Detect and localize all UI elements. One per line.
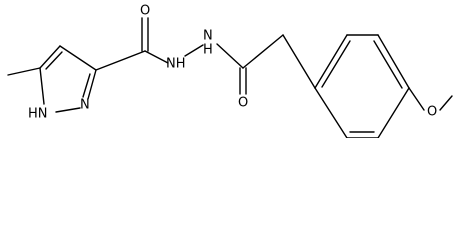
bond-c3-n2-inner <box>82 73 91 98</box>
atom-n-pyrazole: N <box>80 98 90 113</box>
bond-nh-n <box>184 44 204 57</box>
atom-n-hydrazide: N <box>203 29 213 44</box>
bond-carbonyl2-ch2 <box>242 34 284 69</box>
bond-n1-c5 <box>39 67 45 105</box>
bond-n2-n1 <box>55 107 81 113</box>
structure-diagram: O N H NH O N HN O <box>7 3 453 138</box>
bond-c4-c3 <box>59 45 97 71</box>
bond-c5-c4-inner <box>45 51 63 70</box>
atom-o-ether: O <box>427 105 437 120</box>
molecule-drawing: O N H NH O N HN O <box>7 4 453 138</box>
bond-ar-1 <box>314 34 348 89</box>
bond-ar-o <box>408 87 425 111</box>
atom-o-carbonyl-left: O <box>140 4 150 19</box>
atom-hn-pyrazole: HN <box>28 107 48 122</box>
bond-c5-c4 <box>39 45 61 69</box>
bond-c3-n2 <box>87 69 97 100</box>
bond-n-carbonyl2 <box>216 43 244 69</box>
bond-ar-6 <box>314 87 348 138</box>
bond-c3-carbonyl <box>95 50 146 71</box>
atom-nh-hydrazide: NH <box>166 57 186 72</box>
bond-ar-3 <box>377 34 410 89</box>
bond-ar-1-inner <box>321 40 351 88</box>
bond-ch2-ring <box>282 34 316 89</box>
bond-ar-4 <box>377 87 410 138</box>
bond-methyl <box>7 67 41 76</box>
bond-o-methyl <box>439 95 453 111</box>
bond-carbonyl1-nh <box>144 50 169 64</box>
atom-h-hydrazide: H <box>203 43 213 58</box>
bond-ar-3-inner <box>373 40 403 89</box>
atom-o-carbonyl-right: O <box>238 96 248 111</box>
